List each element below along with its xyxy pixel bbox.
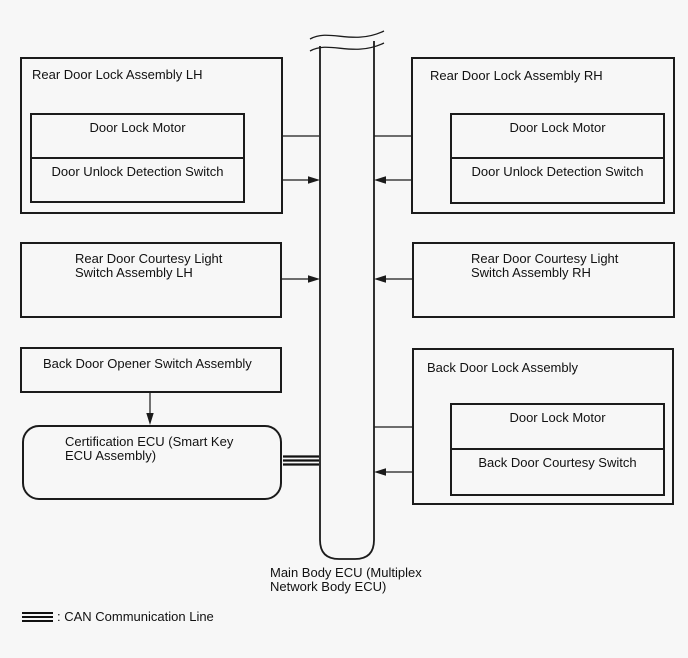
inner-box-back-door: Door Lock Motor Back Door Courtesy Switc… (450, 403, 665, 496)
can-communication-line (283, 455, 319, 466)
legend-bar (22, 612, 53, 615)
box-title: Certification ECU (Smart Key ECU Assembl… (65, 435, 233, 463)
box-title: Rear Door Courtesy Light Switch Assembly… (75, 252, 222, 280)
box-rear-door-lock-assembly-lh: Rear Door Lock Assembly LH Door Lock Mot… (20, 57, 283, 214)
cell-door-lock-motor: Door Lock Motor (32, 115, 243, 159)
inner-box-lh: Door Lock Motor Door Unlock Detection Sw… (30, 113, 245, 203)
box-back-door-lock-assembly: Back Door Lock Assembly Door Lock Motor … (412, 348, 674, 505)
inner-box-rh: Door Lock Motor Door Unlock Detection Sw… (450, 113, 665, 204)
title-line-2: ECU Assembly) (65, 448, 157, 463)
can-line-legend-icon (22, 612, 53, 624)
box-back-door-opener-switch-assembly: Back Door Opener Switch Assembly (20, 347, 282, 393)
can-line-legend-label: : CAN Communication Line (57, 609, 214, 624)
arrow-from-courtesy-rh (374, 275, 412, 283)
title-line-1: Rear Door Courtesy Light (75, 251, 223, 266)
box-title: Back Door Lock Assembly (427, 360, 579, 375)
pipe-break-wave-upper (309, 30, 385, 40)
main-body-ecu-label: Main Body ECU (Multiplex Network Body EC… (270, 566, 422, 594)
cell-door-lock-motor: Door Lock Motor (452, 405, 663, 450)
label-line-2: Network Body ECU) (270, 579, 387, 594)
title-line-2: Switch Assembly LH (75, 265, 193, 280)
box-certification-ecu: Certification ECU (Smart Key ECU Assembl… (22, 425, 282, 500)
box-rear-door-courtesy-light-switch-rh: Rear Door Courtesy Light Switch Assembly… (412, 242, 675, 318)
box-title: Rear Door Lock Assembly LH (32, 67, 203, 82)
arrow-opener-to-certification-ecu (146, 393, 154, 425)
cell-door-unlock-detection-switch: Door Unlock Detection Switch (471, 164, 644, 179)
cell-door-unlock-detection-switch: Door Unlock Detection Switch (51, 164, 224, 179)
box-rear-door-courtesy-light-switch-lh: Rear Door Courtesy Light Switch Assembly… (20, 242, 282, 318)
title-line-1: Rear Door Courtesy Light (471, 251, 619, 266)
box-title: Rear Door Courtesy Light Switch Assembly… (471, 252, 618, 280)
arrow-from-courtesy-lh (282, 275, 320, 283)
pipe-break-wave-lower (309, 42, 385, 52)
legend-bar (22, 619, 53, 623)
box-title: Rear Door Lock Assembly RH (430, 68, 603, 83)
title-line-2: Switch Assembly RH (471, 265, 591, 280)
box-rear-door-lock-assembly-rh: Rear Door Lock Assembly RH Door Lock Mot… (411, 57, 675, 214)
legend-bar (22, 615, 53, 619)
title-line-1: Certification ECU (Smart Key (65, 434, 234, 449)
main-body-ecu-pipe (319, 41, 375, 560)
cell-back-door-courtesy-switch: Back Door Courtesy Switch (478, 455, 637, 470)
cell-door-lock-motor: Door Lock Motor (452, 115, 663, 159)
label-line-1: Main Body ECU (Multiplex (270, 565, 422, 580)
box-title: Back Door Opener Switch Assembly (43, 356, 252, 371)
